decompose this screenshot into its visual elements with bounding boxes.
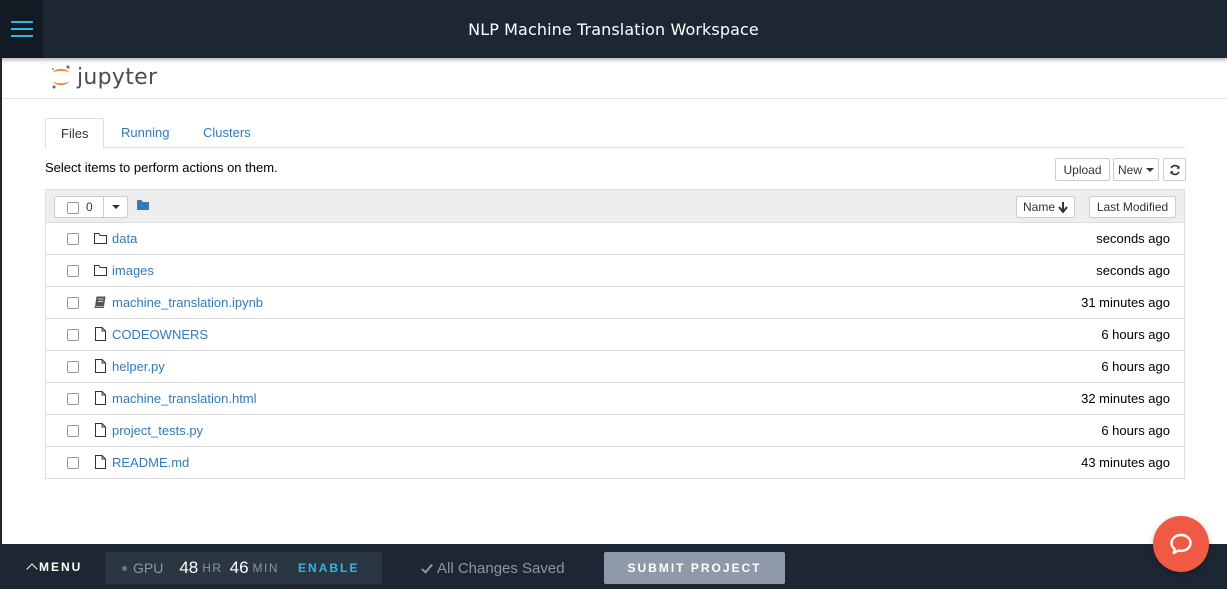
- caret-down-icon: [1146, 167, 1154, 172]
- select-all-group: 0: [54, 196, 128, 218]
- workspace-title: NLP Machine Translation Workspace: [468, 19, 759, 39]
- file-modified: 31 minutes ago: [1081, 295, 1170, 310]
- row-checkbox[interactable]: [67, 393, 79, 405]
- file-modified: 6 hours ago: [1101, 423, 1170, 438]
- file-name[interactable]: images: [112, 263, 154, 278]
- file-list: 0 Name Last Modified data seconds ago: [45, 189, 1185, 479]
- file-name[interactable]: helper.py: [112, 359, 165, 374]
- file-row[interactable]: machine_translation.ipynb 31 minutes ago: [46, 287, 1184, 319]
- folder-icon[interactable]: [137, 200, 149, 210]
- save-status: All Changes Saved: [421, 560, 565, 577]
- refresh-button[interactable]: [1163, 158, 1186, 181]
- file-row[interactable]: machine_translation.html 32 minutes ago: [46, 383, 1184, 415]
- checkmark-icon: [421, 560, 433, 574]
- submit-project-button[interactable]: SUBMIT PROJECT: [604, 552, 785, 584]
- file-name[interactable]: README.md: [112, 455, 190, 470]
- sort-by-name-button[interactable]: Name: [1016, 196, 1075, 218]
- selection-hint: Select items to perform actions on them.: [45, 160, 278, 175]
- file-name[interactable]: machine_translation.ipynb: [112, 295, 264, 310]
- file-list-header: 0 Name Last Modified: [46, 190, 1184, 223]
- upload-button-label: Upload: [1063, 162, 1102, 177]
- chat-bubble-icon: [1170, 533, 1192, 555]
- caret-down-icon: [112, 205, 120, 209]
- select-all-checkbox[interactable]: [67, 202, 79, 214]
- row-checkbox[interactable]: [67, 265, 79, 277]
- file-row[interactable]: project_tests.py 6 hours ago: [46, 415, 1184, 447]
- file-row[interactable]: data seconds ago: [46, 223, 1184, 255]
- jupyter-logo[interactable]: jupyter: [49, 62, 157, 92]
- jupyter-header: jupyter: [2, 58, 1227, 99]
- tab-running[interactable]: Running: [121, 125, 170, 140]
- tab-files[interactable]: Files: [45, 118, 105, 149]
- gpu-hours-unit: HR: [202, 561, 223, 575]
- file-row[interactable]: images seconds ago: [46, 255, 1184, 287]
- file-icon: [95, 391, 106, 405]
- sort-modified-label: Last Modified: [1096, 200, 1169, 214]
- gpu-enable-button[interactable]: ENABLE: [298, 561, 360, 575]
- arrow-down-icon: [1058, 201, 1068, 213]
- chat-button[interactable]: [1153, 516, 1209, 572]
- file-row[interactable]: README.md 43 minutes ago: [46, 447, 1184, 479]
- gpu-minutes-unit: MIN: [252, 561, 280, 575]
- gpu-status-dot: [122, 565, 127, 571]
- file-icon: [95, 423, 106, 437]
- chevron-up-icon: [26, 563, 38, 575]
- sort-name-label: Name: [1022, 200, 1055, 214]
- file-name[interactable]: CODEOWNERS: [112, 327, 209, 342]
- tab-clusters[interactable]: Clusters: [203, 125, 251, 140]
- new-dropdown-button[interactable]: New: [1113, 158, 1159, 181]
- file-icon: [95, 455, 106, 469]
- jupyter-logo-icon: [49, 62, 73, 92]
- file-modified: 32 minutes ago: [1081, 391, 1170, 406]
- row-checkbox[interactable]: [67, 297, 79, 309]
- file-icon: [95, 359, 106, 373]
- row-checkbox[interactable]: [67, 329, 79, 341]
- gpu-panel: GPU 48 HR 46 MIN ENABLE: [105, 552, 382, 584]
- row-checkbox[interactable]: [67, 457, 79, 469]
- workspace-header: NLP Machine Translation Workspace: [0, 0, 1227, 58]
- new-button-label: New: [1117, 162, 1142, 177]
- file-name[interactable]: machine_translation.html: [112, 391, 257, 406]
- jupyter-logo-text: jupyter: [77, 64, 158, 90]
- selected-count: 0: [86, 200, 93, 214]
- file-row[interactable]: CODEOWNERS 6 hours ago: [46, 319, 1184, 351]
- file-icon: [95, 327, 106, 341]
- row-checkbox[interactable]: [67, 233, 79, 245]
- menu-label: MENU: [39, 560, 83, 574]
- file-modified: seconds ago: [1096, 263, 1170, 278]
- gpu-label: GPU: [133, 560, 164, 576]
- row-checkbox[interactable]: [67, 361, 79, 373]
- select-dropdown-toggle[interactable]: [103, 197, 128, 217]
- folder-outline-icon: [94, 233, 107, 244]
- gpu-minutes: 46: [229, 558, 249, 577]
- file-modified: 6 hours ago: [1101, 327, 1170, 342]
- menu-button[interactable]: MENU: [26, 560, 83, 575]
- hamburger-menu-icon[interactable]: [0, 0, 43, 58]
- folder-outline-icon: [94, 265, 107, 276]
- gpu-hours: 48: [179, 558, 199, 577]
- file-name[interactable]: data: [112, 231, 138, 246]
- file-modified: 43 minutes ago: [1081, 455, 1170, 470]
- notebook-tabs: Files Running Clusters: [45, 118, 1185, 149]
- save-status-label: All Changes Saved: [437, 560, 565, 577]
- file-modified: 6 hours ago: [1101, 359, 1170, 374]
- refresh-icon: [1169, 164, 1180, 175]
- row-checkbox[interactable]: [67, 425, 79, 437]
- file-name[interactable]: project_tests.py: [112, 423, 204, 438]
- notebook-icon: [94, 296, 106, 308]
- file-row[interactable]: helper.py 6 hours ago: [46, 351, 1184, 383]
- sort-by-modified-button[interactable]: Last Modified: [1089, 196, 1176, 218]
- file-modified: seconds ago: [1096, 231, 1170, 246]
- upload-button[interactable]: Upload: [1055, 158, 1110, 181]
- left-edge-divider: [0, 58, 2, 544]
- workspace-footer: MENU GPU 48 HR 46 MIN ENABLE All Changes…: [0, 544, 1227, 589]
